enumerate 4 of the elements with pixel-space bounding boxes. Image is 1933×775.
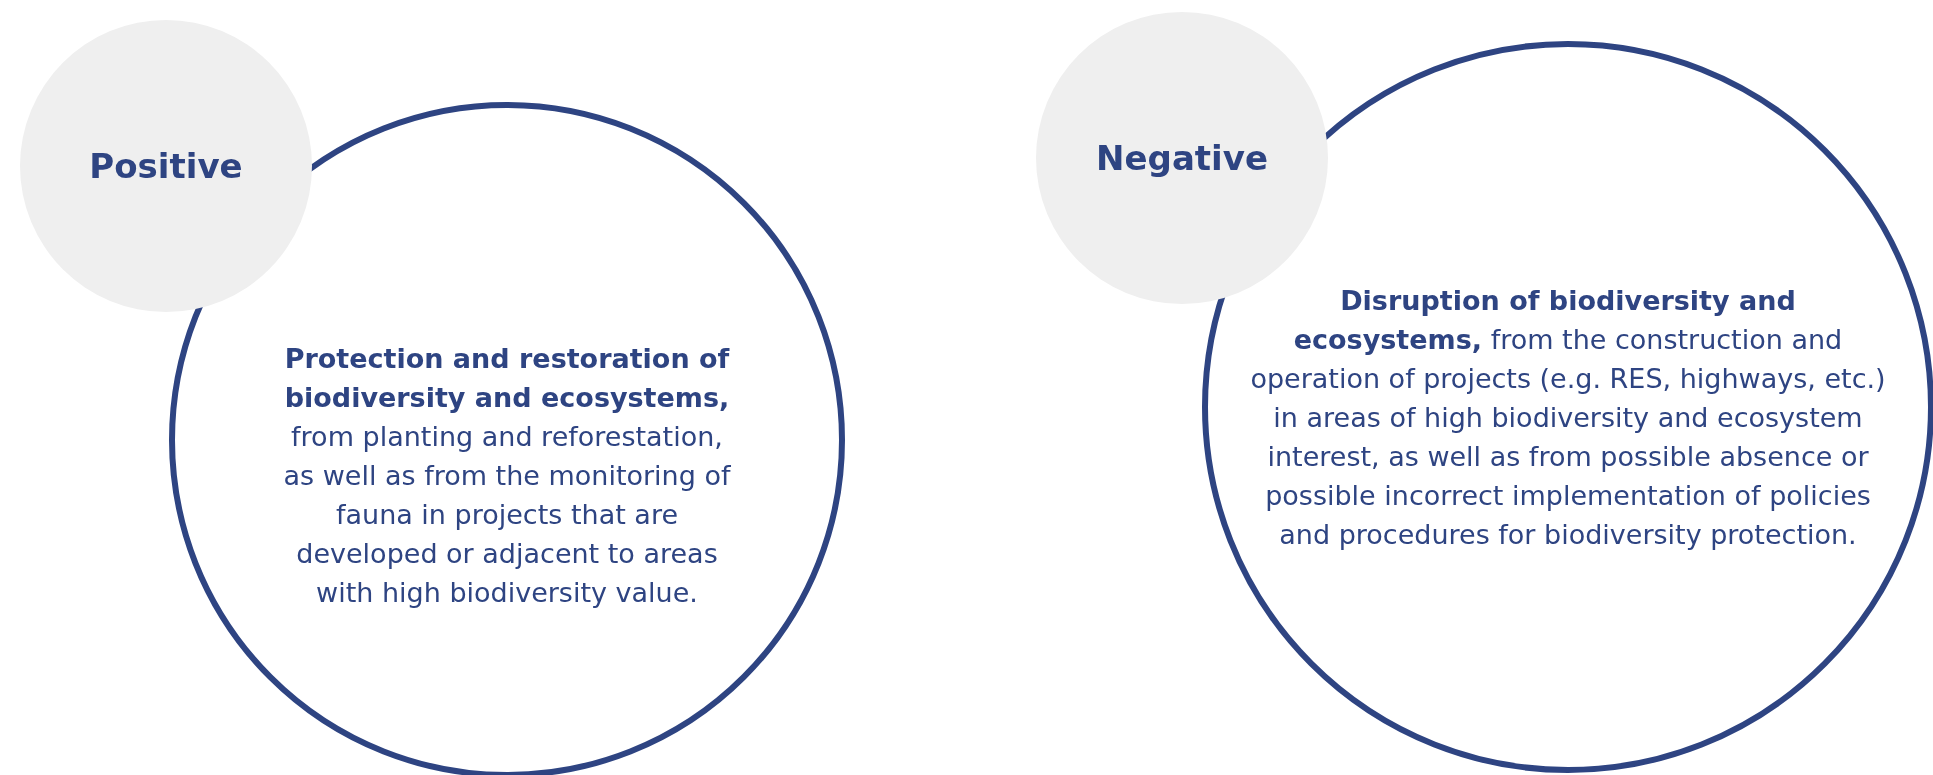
description-text: Disruption of biodiversity and ecosystems, from the construction and operation of projects (e.g. RES, highways, etc.) in areas of high biodiversity and ecosystem interest, as well as from possible absence or possible incorrect implementation of policies and procedures for biodiversity protection. xyxy=(1249,283,1887,552)
description-text: Protection and restoration of biodiversity and ecosystems, from planting and reforestation, as well as from the monitoring of fauna in projects that are developed or adjacent to areas with high biodiversity value. xyxy=(282,341,732,610)
circle-heading: Negative xyxy=(1096,138,1268,178)
circle-heading: Positive xyxy=(89,146,243,186)
